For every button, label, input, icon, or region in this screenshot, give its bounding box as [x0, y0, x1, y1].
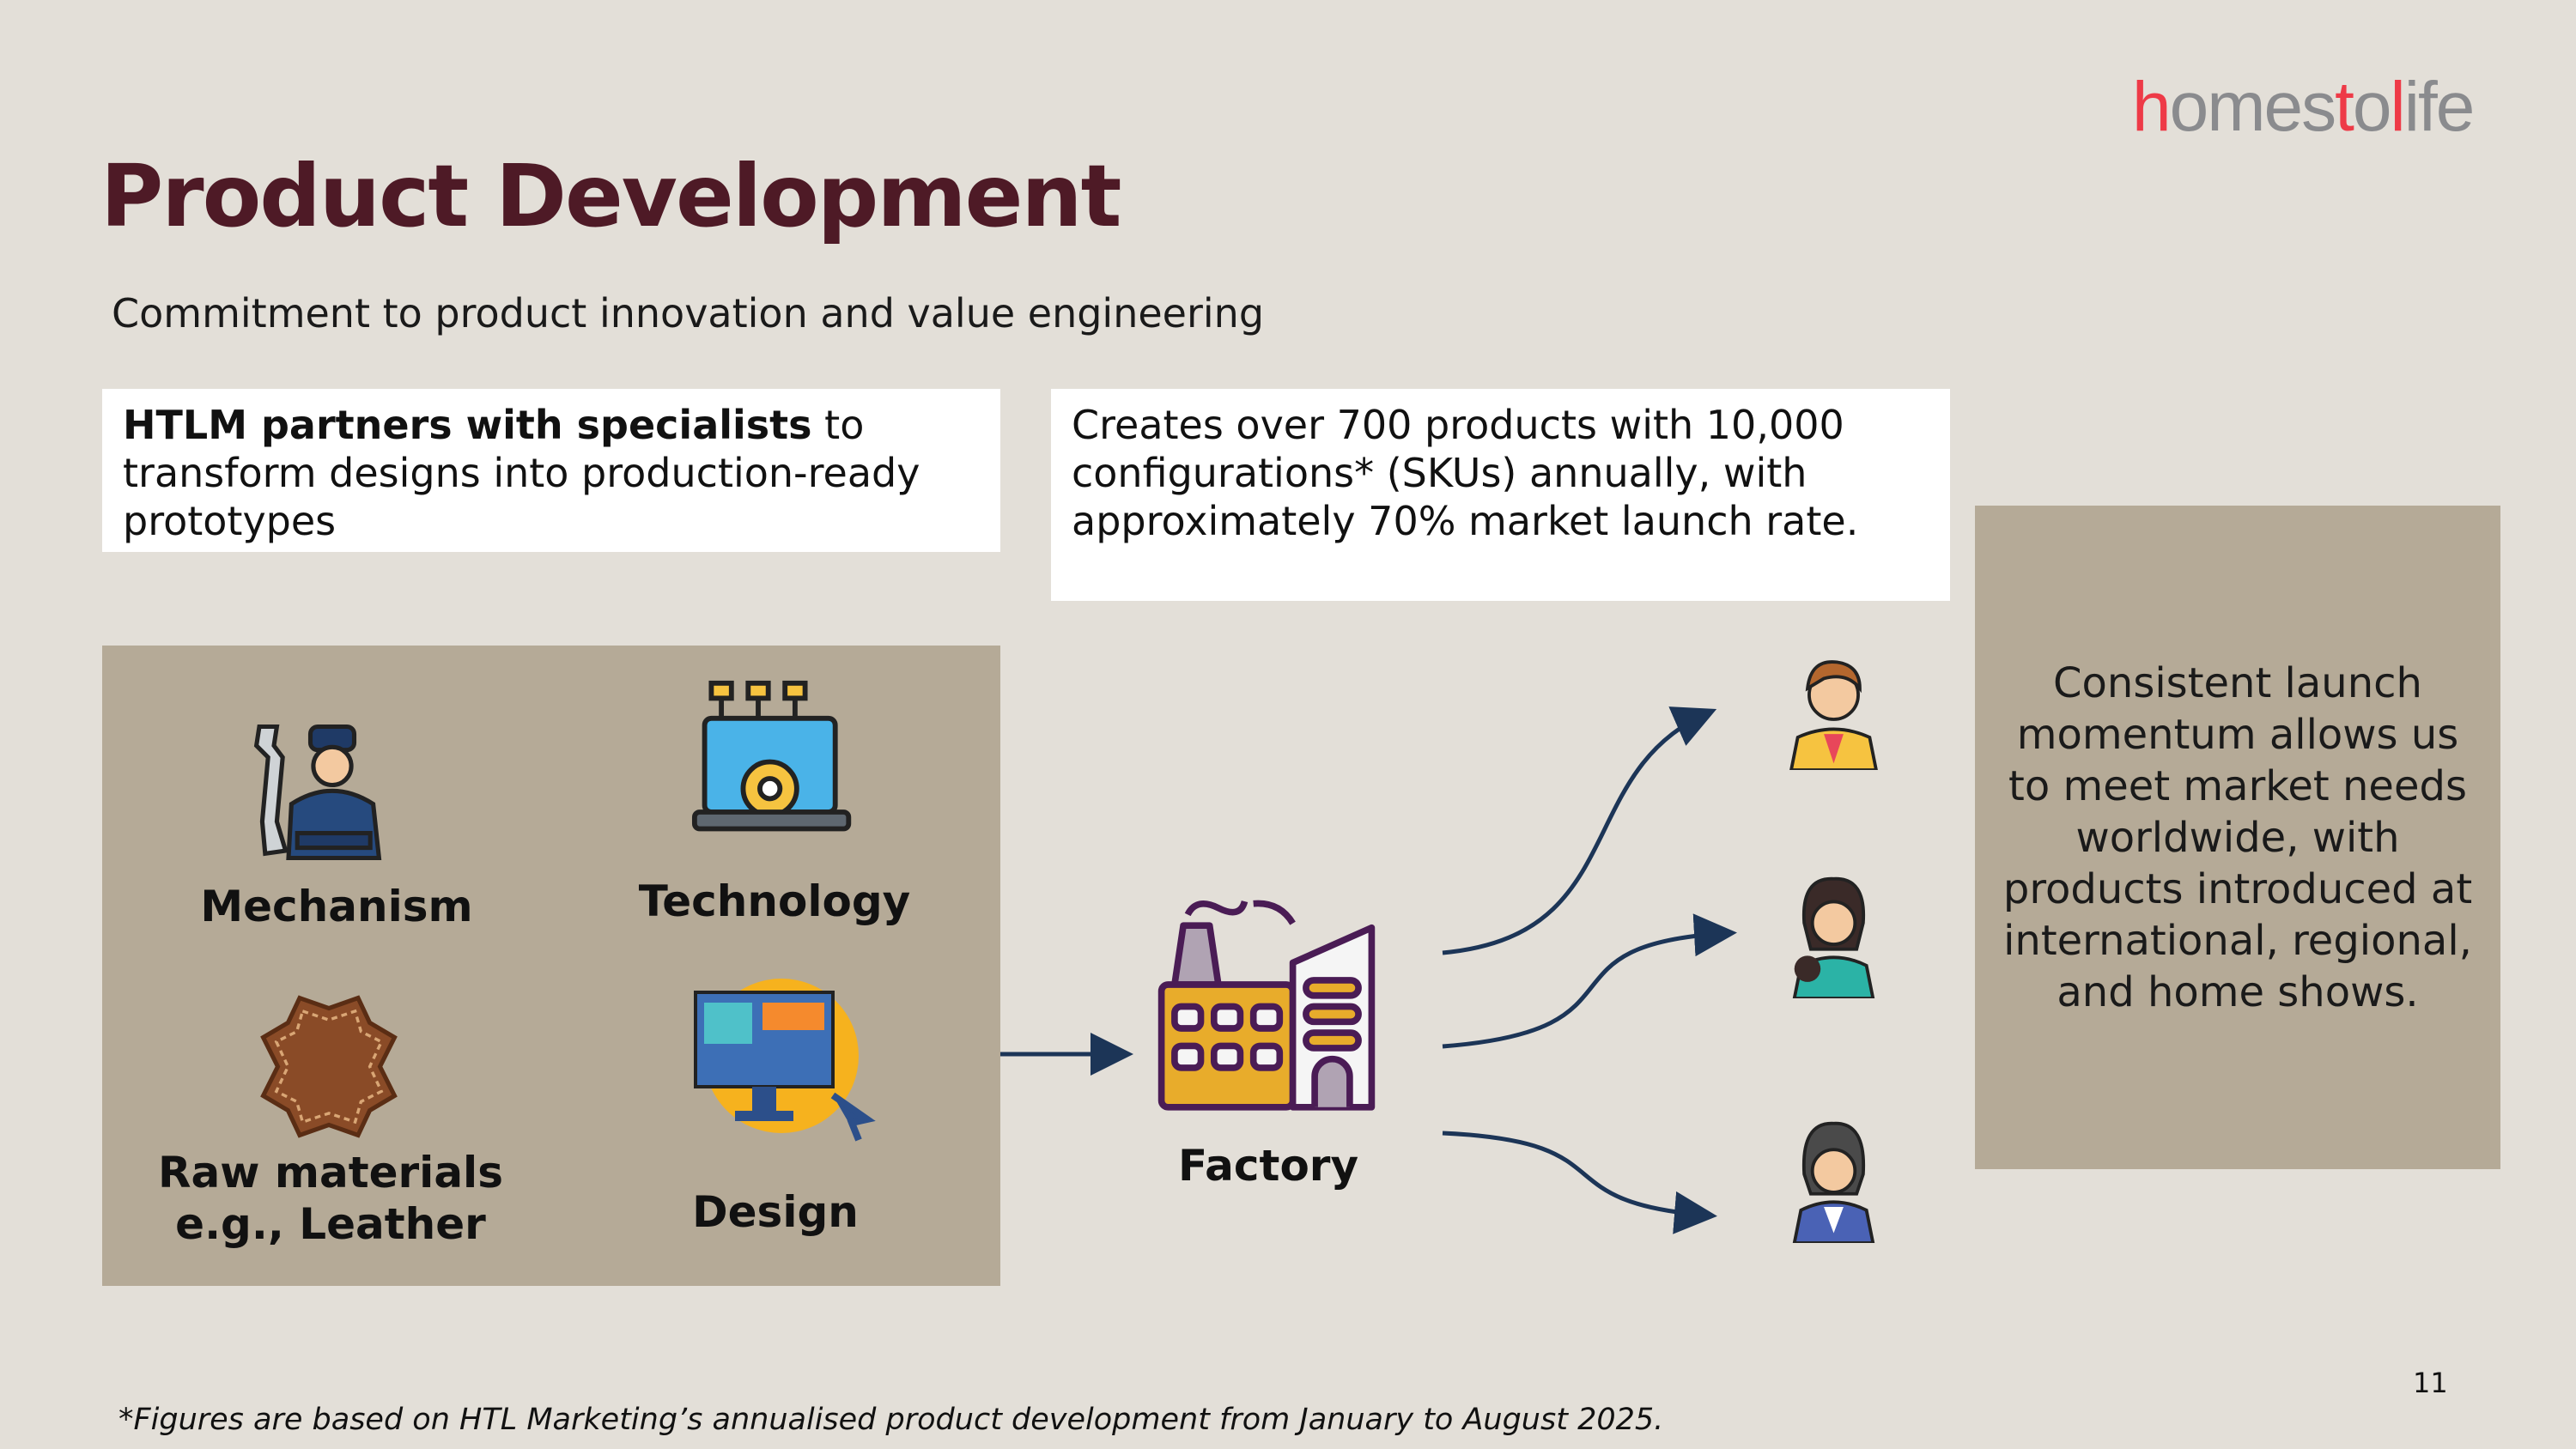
design-label: Design — [692, 1187, 859, 1237]
homestolife-logo: homestolife — [2132, 67, 2476, 148]
logo-part: ife — [2403, 68, 2476, 146]
footnote: *Figures are based on HTL Marketing’s an… — [118, 1403, 1664, 1437]
raw-materials-line2: e.g., Leather — [175, 1199, 486, 1249]
customer-businesswoman-icon — [1792, 1121, 1875, 1243]
leather-icon — [260, 995, 398, 1138]
raw-materials-line1: Raw materials — [158, 1148, 503, 1197]
logo-part: l — [2390, 68, 2406, 146]
logo-part: omes — [2169, 68, 2337, 146]
arrow-to-customer-2 — [1442, 913, 1737, 1049]
specialists-panel — [102, 646, 1000, 1286]
technology-label: Technology — [638, 876, 911, 926]
customer-man-icon — [1789, 660, 1878, 770]
technology-icon — [691, 680, 852, 832]
partners-callout: HTLM partners with specialists to transf… — [102, 389, 1000, 552]
factory-label: Factory — [1177, 1141, 1359, 1191]
partners-callout-text: to transform designs into production-rea… — [123, 402, 920, 544]
design-icon — [694, 979, 876, 1142]
logo-part: o — [2352, 68, 2392, 146]
arrow-to-customer-3 — [1442, 1131, 1717, 1234]
logo-part: h — [2132, 68, 2172, 146]
customer-woman-icon — [1792, 876, 1875, 998]
mechanism-label: Mechanism — [200, 882, 473, 931]
factory-icon — [1157, 900, 1376, 1111]
mechanic-icon — [253, 724, 382, 861]
page-title: Product Development — [100, 146, 1121, 246]
arrow-to-customer-1 — [1442, 706, 1717, 955]
launch-momentum-callout: Consistent launch momentum allows us to … — [1975, 506, 2500, 1169]
page-number: 11 — [2413, 1367, 2448, 1399]
page-subtitle: Commitment to product innovation and val… — [112, 290, 1265, 336]
logo-part: t — [2335, 68, 2354, 146]
partners-callout-bold: HTLM partners with specialists — [123, 402, 812, 448]
products-callout: Creates over 700 products with 10,000 co… — [1051, 389, 1950, 601]
